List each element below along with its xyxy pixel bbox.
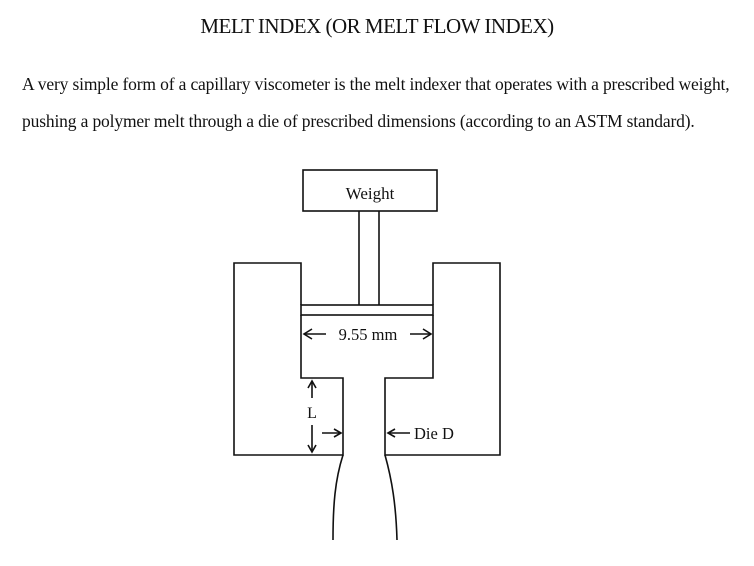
length-arrowhead-bottom <box>307 444 317 454</box>
intro-paragraph: A very simple form of a capillary viscom… <box>22 66 752 140</box>
weight-block <box>302 169 438 212</box>
barrel-wall-right <box>384 262 501 456</box>
die-arrowhead-right <box>386 428 396 438</box>
die-label: Die D <box>414 424 454 443</box>
die-arrowhead-left <box>333 428 343 438</box>
paragraph-line-2: pushing a polymer melt through a die of … <box>22 111 695 131</box>
diameter-arrowhead-right <box>422 328 433 340</box>
page-title: MELT INDEX (OR MELT FLOW INDEX) <box>200 14 554 38</box>
paragraph-line-1: A very simple form of a capillary viscom… <box>22 74 730 94</box>
diameter-arrowhead-left <box>302 328 313 340</box>
extrudate-left <box>332 454 344 541</box>
length-label: L <box>307 405 317 422</box>
piston-plate <box>300 304 434 316</box>
extrudate-right <box>384 454 398 541</box>
weight-label: Weight <box>346 184 395 203</box>
barrel-wall-left <box>233 262 344 456</box>
length-arrowhead-top <box>307 379 317 389</box>
diameter-label: 9.55 mm <box>339 325 398 344</box>
